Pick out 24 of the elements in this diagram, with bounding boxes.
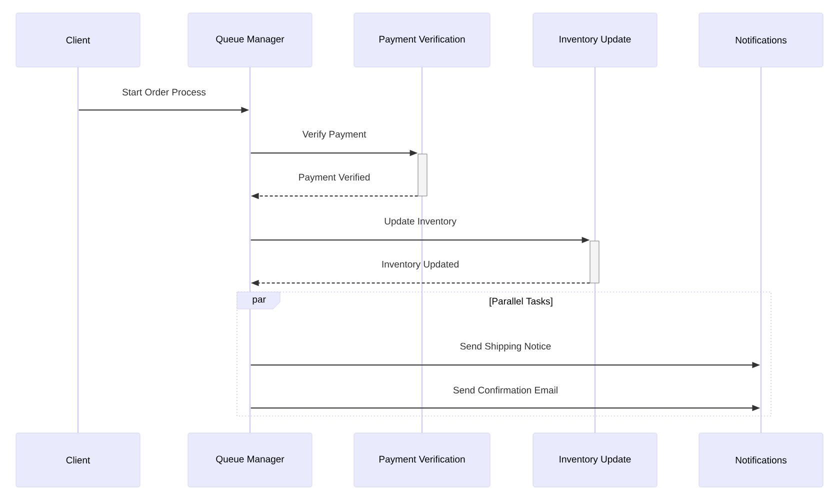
participant-box: Payment Verification (354, 432, 490, 488)
message-label: Start Order Process (122, 88, 206, 96)
participant-box: Notifications (698, 12, 824, 68)
participant-box: Payment Verification (354, 12, 490, 68)
activation-bar (418, 154, 428, 196)
message-label: Send Shipping Notice (460, 342, 551, 352)
participant-box: Queue Manager (188, 432, 312, 488)
message-label: Update Inventory (384, 218, 456, 226)
message-label: Payment Verified (299, 174, 370, 182)
fragment-title: [Parallel Tasks] (490, 298, 552, 306)
activation-bar (590, 240, 600, 284)
participant-box: Notifications (698, 432, 824, 488)
message-label: Send Confirmation Email (453, 386, 558, 394)
fragment-tab: par (236, 292, 280, 310)
lifeline (760, 67, 762, 433)
participant-box: Inventory Update (532, 432, 658, 488)
message-label: Verify Payment (302, 130, 366, 140)
participant-box: Client (16, 12, 140, 68)
participant-box: Client (16, 432, 140, 488)
participant-box: Queue Manager (188, 12, 312, 68)
lifeline (249, 67, 251, 433)
message-label: Inventory Updated (382, 260, 458, 270)
lifeline (77, 67, 79, 433)
participant-box: Inventory Update (532, 12, 658, 68)
